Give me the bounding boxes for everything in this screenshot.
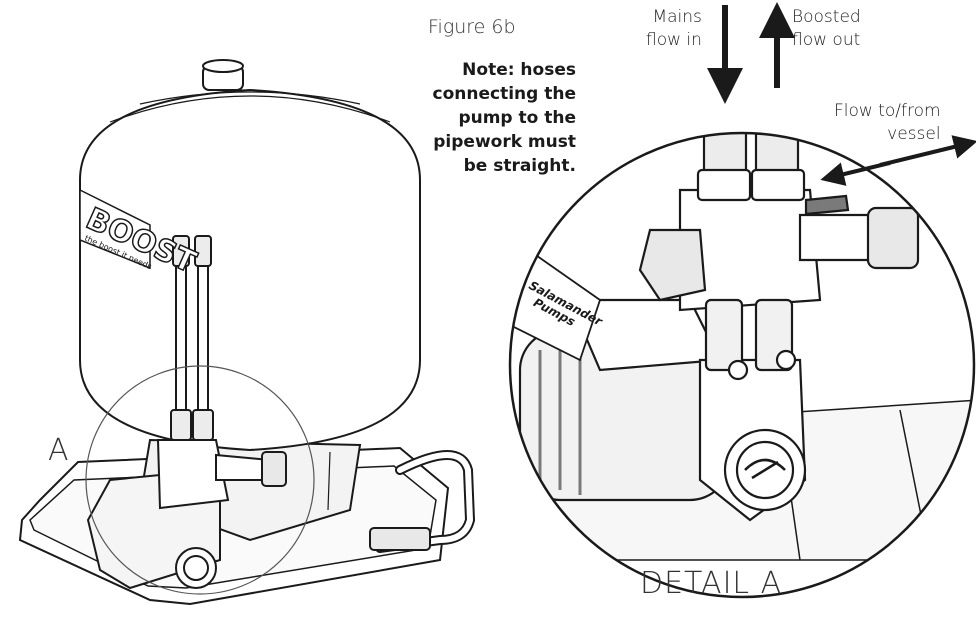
- label-line: Flow to/from: [834, 101, 941, 121]
- vessel-assembly: [18, 59, 476, 606]
- detail-a-view: [510, 133, 974, 561]
- detail-a-caption: DETAIL A: [640, 566, 783, 601]
- note-line: pump to the: [458, 108, 576, 128]
- note-line: pipework must: [433, 132, 576, 152]
- vessel-flow-label: Flow to/from vessel: [834, 100, 941, 146]
- note-line: connecting the: [432, 84, 576, 104]
- note-line: Note: hoses: [462, 60, 576, 80]
- mains-flow-label: Mains flow in: [646, 6, 702, 52]
- detail-region-circle: [85, 365, 315, 595]
- label-line: Boosted: [792, 7, 861, 27]
- label-line: flow in: [646, 30, 702, 50]
- figure-title: Figure 6b: [428, 16, 516, 38]
- left-hose-b: [197, 239, 209, 431]
- label-line: flow out: [792, 30, 861, 50]
- note-line: be straight.: [463, 156, 576, 176]
- detail-a-frame: [508, 131, 976, 599]
- vessel-label: [79, 188, 151, 270]
- installation-note: Note: hoses connecting the pump to the p…: [378, 58, 576, 178]
- label-line: vessel: [887, 124, 941, 144]
- boosted-flow-label: Boosted flow out: [792, 6, 861, 52]
- vessel-flow-arrow-right: [879, 135, 976, 167]
- vessel-flow-arrow-left: [820, 161, 891, 186]
- vessel-body: [79, 88, 421, 452]
- label-line: Mains: [652, 7, 702, 27]
- detail-letter-marker: A: [48, 433, 69, 468]
